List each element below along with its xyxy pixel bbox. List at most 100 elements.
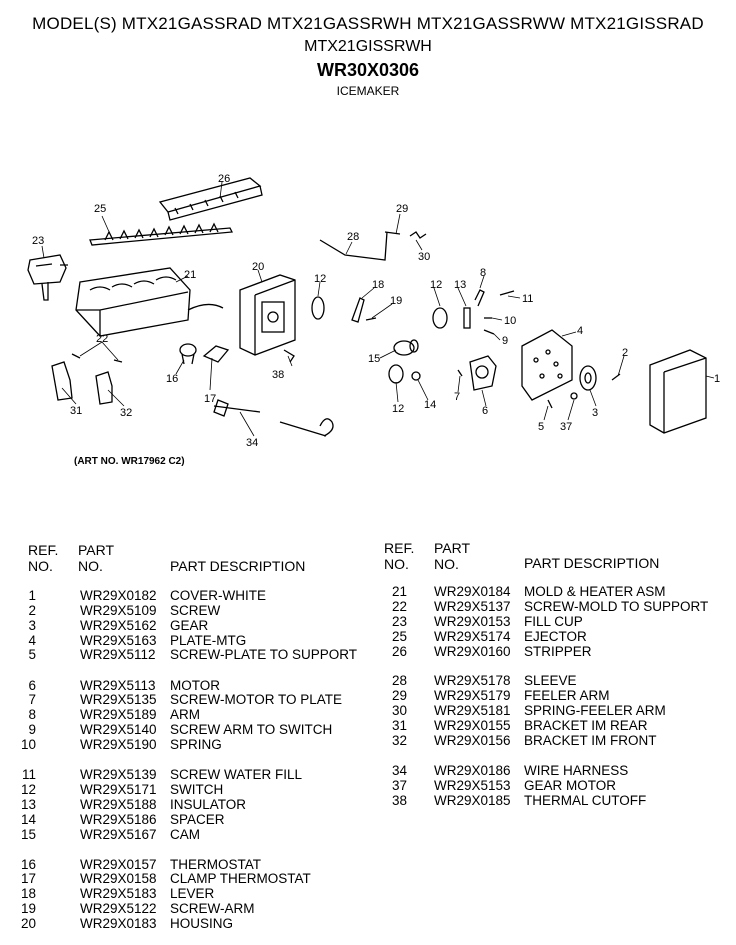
part-description: SCREW WATER FILL bbox=[170, 767, 303, 782]
part-number: WR29X5181 bbox=[434, 703, 511, 718]
ref-number: 3 bbox=[28, 618, 36, 633]
callout-9: 9 bbox=[502, 335, 508, 347]
part-description: COVER-WHITE bbox=[170, 588, 266, 603]
part-number: WR29X5174 bbox=[434, 629, 511, 644]
callout-4: 4 bbox=[577, 325, 583, 337]
thermal-cutoff-part bbox=[283, 349, 295, 363]
part-description: SPRING bbox=[170, 737, 222, 752]
part-number: WR29X0155 bbox=[434, 718, 511, 733]
left-ref-header: REF. NO. bbox=[28, 542, 58, 574]
ref-number: 13 bbox=[20, 797, 36, 812]
bracket-front-part bbox=[95, 371, 113, 405]
ref-number: 7 bbox=[28, 692, 36, 707]
ref-number: 21 bbox=[391, 584, 407, 599]
part-description: HOUSING bbox=[170, 916, 234, 931]
part-description: BRACKET IM REAR bbox=[524, 718, 648, 733]
callout-8: 8 bbox=[480, 267, 486, 279]
ref-number: 15 bbox=[20, 827, 36, 842]
screw-arm-part bbox=[365, 317, 377, 321]
ref-number: 1 bbox=[28, 588, 36, 603]
callout-12a: 12 bbox=[314, 273, 326, 285]
part-description: SCREW ARM TO SWITCH bbox=[170, 722, 333, 737]
ref-number: 30 bbox=[391, 703, 407, 718]
ref-number: 26 bbox=[391, 644, 407, 659]
callout-18: 18 bbox=[372, 279, 384, 291]
feeler-arm-part bbox=[319, 231, 427, 261]
arm-screw-part bbox=[483, 329, 495, 335]
callout-26: 26 bbox=[218, 173, 230, 185]
part-number: WR29X0184 bbox=[434, 584, 511, 599]
callout-2: 2 bbox=[622, 347, 628, 359]
part-number: WR29X5167 bbox=[80, 827, 157, 842]
mounting-plate-part bbox=[521, 329, 573, 401]
part-description: FILL CUP bbox=[524, 614, 583, 629]
part-number: WR29X0158 bbox=[80, 871, 157, 886]
arm-part bbox=[474, 289, 485, 307]
ref-header-label-right: REF. bbox=[384, 540, 415, 556]
ref-number: 6 bbox=[28, 678, 36, 693]
part-number: WR29X5186 bbox=[80, 812, 157, 827]
cam-part bbox=[393, 339, 419, 356]
exploded-parts-diagram: 26 25 23 21 20 28 29 30 12 18 19 12 13 8… bbox=[27, 173, 720, 449]
ref-number: 22 bbox=[391, 599, 407, 614]
ref-no-header-label: NO. bbox=[28, 558, 53, 574]
part-description: PLATE-MTG bbox=[170, 633, 247, 648]
part-description: SCREW bbox=[170, 603, 221, 618]
models-line-1: MODEL(S) MTX21GASSRAD MTX21GASSRWH MTX21… bbox=[32, 14, 704, 33]
part-description: FEELER ARM bbox=[524, 688, 610, 703]
ref-number: 11 bbox=[21, 767, 36, 782]
ref-number: 19 bbox=[20, 901, 36, 916]
ref-number: 12 bbox=[20, 782, 36, 797]
motor-plate-screw-part bbox=[457, 369, 463, 377]
callout-12b: 12 bbox=[430, 279, 442, 291]
part-number: WR29X5183 bbox=[80, 886, 157, 901]
ref-number: 4 bbox=[28, 633, 36, 648]
part-description: INSULATOR bbox=[170, 797, 247, 812]
ref-number: 31 bbox=[391, 718, 407, 733]
ref-number: 32 bbox=[391, 733, 407, 748]
part-description: SCREW-ARM bbox=[170, 901, 255, 916]
assembly-part-number: WR30X0306 bbox=[316, 60, 420, 80]
ref-number: 29 bbox=[391, 688, 407, 703]
callout-29: 29 bbox=[396, 203, 408, 215]
part-no-header-label-right: NO. bbox=[434, 556, 459, 572]
part-number: WR29X5179 bbox=[434, 688, 511, 703]
part-description: GEAR MOTOR bbox=[524, 778, 617, 793]
right-desc-header: PART DESCRIPTION bbox=[524, 555, 660, 571]
motor-part bbox=[469, 355, 497, 391]
part-description: BRACKET IM FRONT bbox=[524, 733, 657, 748]
part-description: THERMAL CUTOFF bbox=[524, 793, 647, 808]
part-description: CAM bbox=[170, 827, 200, 842]
callout-25: 25 bbox=[94, 203, 106, 215]
thermostat-part bbox=[179, 343, 197, 365]
water-fill-screw-part bbox=[499, 290, 515, 296]
callout-14: 14 bbox=[424, 399, 436, 411]
callout-22: 22 bbox=[96, 333, 108, 345]
part-number: WR29X0153 bbox=[434, 614, 511, 629]
callout-19: 19 bbox=[390, 295, 402, 307]
art-number: (ART NO. WR17962 C2) bbox=[74, 456, 185, 467]
part-description: WIRE HARNESS bbox=[524, 763, 629, 778]
part-number: WR29X5171 bbox=[80, 782, 157, 797]
part-description: SCREW-MOLD TO SUPPORT bbox=[524, 599, 709, 614]
ref-number: 14 bbox=[20, 812, 36, 827]
part-number: WR29X5188 bbox=[80, 797, 157, 812]
part-description: SLEEVE bbox=[524, 673, 577, 688]
ref-number: 17 bbox=[20, 871, 36, 886]
ref-number: 28 bbox=[391, 673, 407, 688]
right-ref-header: REF. NO. bbox=[384, 540, 414, 572]
switch-part-2 bbox=[432, 307, 448, 329]
part-description: THERMOSTAT bbox=[170, 857, 261, 872]
part-description: STRIPPER bbox=[524, 644, 592, 659]
part-number: WR29X5135 bbox=[80, 692, 157, 707]
callout-21: 21 bbox=[184, 269, 196, 281]
ref-number: 2 bbox=[28, 603, 36, 618]
part-number: WR29X5190 bbox=[80, 737, 157, 752]
part-number: WR29X0160 bbox=[434, 644, 511, 659]
bracket-rear-part bbox=[51, 361, 73, 401]
part-description: SPACER bbox=[170, 812, 225, 827]
part-description: MOTOR bbox=[170, 678, 220, 693]
mold-support-screw-part bbox=[71, 353, 123, 363]
right-part-no-header: PART NO. bbox=[434, 540, 470, 572]
callout-15: 15 bbox=[368, 353, 380, 365]
